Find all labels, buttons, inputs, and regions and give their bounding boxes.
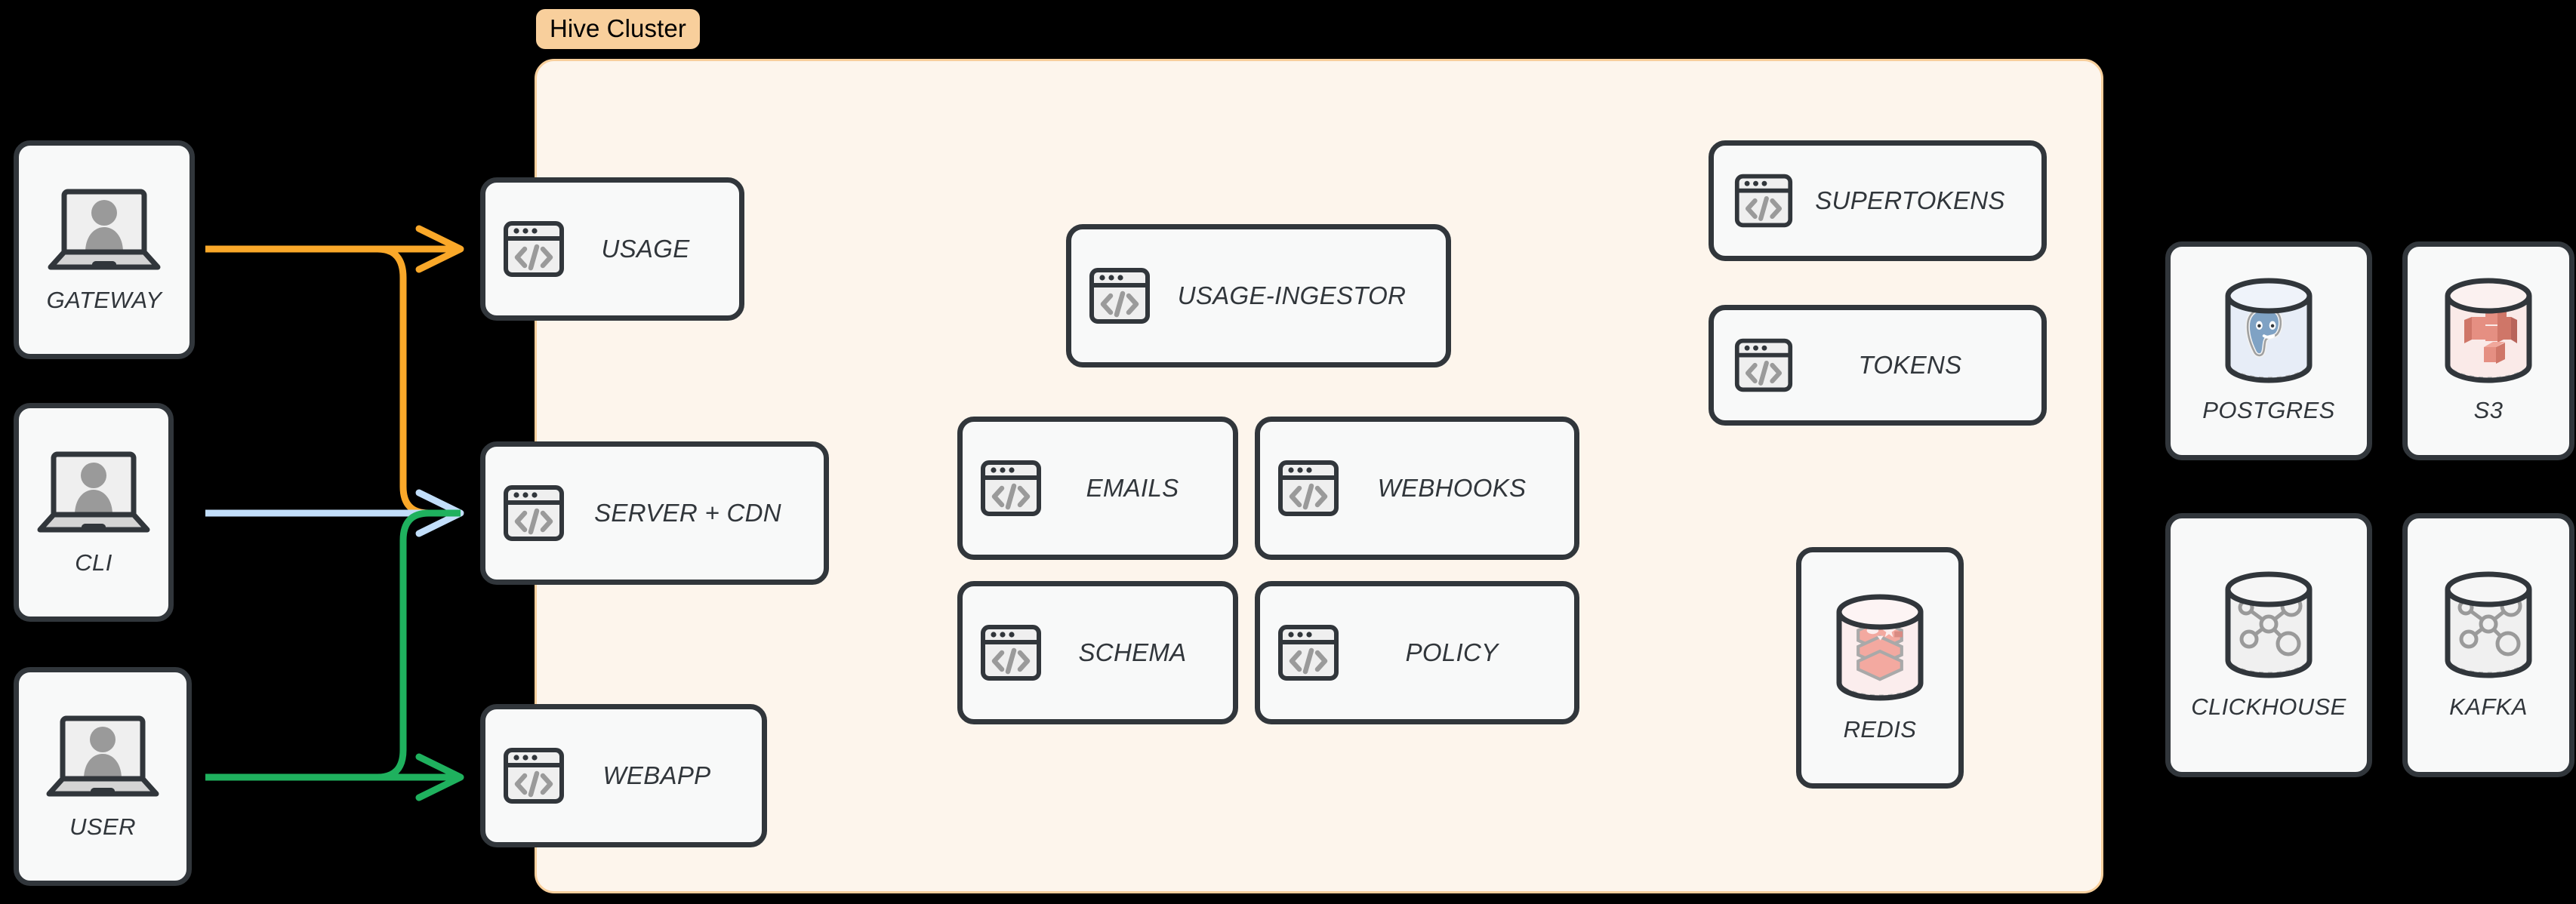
code-window-icon	[1733, 171, 1794, 231]
service-node-server-cdn[interactable]: SERVER + CDN	[480, 441, 829, 585]
code-window-icon	[1088, 264, 1151, 327]
datastore-label: S3	[2473, 397, 2504, 423]
service-node-tokens[interactable]: TOKENS	[1709, 305, 2047, 426]
service-node-schema[interactable]: SCHEMA	[957, 581, 1238, 724]
code-window-icon	[1277, 621, 1340, 684]
code-window-icon	[1733, 335, 1794, 395]
service-node-supertokens[interactable]: SUPERTOKENS	[1709, 140, 2047, 261]
service-node-webapp[interactable]: WEBAPP	[480, 704, 767, 847]
laptop-user-icon	[48, 186, 161, 273]
service-node-policy[interactable]: POLICY	[1255, 581, 1579, 724]
datastore-node-s3[interactable]: S3	[2402, 241, 2574, 460]
code-window-icon	[502, 217, 565, 281]
service-label: POLICY	[1405, 638, 1499, 666]
edge-gateway-to-usage	[205, 225, 464, 273]
database-postgres-icon	[2219, 278, 2319, 383]
client-node-cli[interactable]: CLI	[14, 403, 174, 622]
datastore-label: KAFKA	[2449, 693, 2528, 720]
service-node-usage[interactable]: USAGE	[480, 177, 744, 321]
database-nodegraph-icon	[2439, 570, 2538, 680]
service-label: SUPERTOKENS	[1815, 186, 2005, 214]
laptop-user-icon	[46, 712, 159, 800]
service-node-webhooks[interactable]: WEBHOOKS	[1255, 417, 1579, 560]
client-node-gateway[interactable]: GATEWAY	[14, 140, 195, 359]
database-nodegraph-icon	[2219, 570, 2319, 680]
code-window-icon	[502, 744, 565, 807]
datastore-label: POSTGRES	[2202, 397, 2335, 423]
service-node-emails[interactable]: EMAILS	[957, 417, 1238, 560]
database-redis-icon	[1830, 592, 1930, 703]
service-label: USAGE	[601, 235, 690, 263]
code-window-icon	[502, 481, 565, 545]
client-label: GATEWAY	[46, 287, 162, 313]
code-window-icon	[979, 621, 1043, 684]
client-label: USER	[69, 813, 136, 840]
edge-user-to-server-cdn	[205, 509, 461, 781]
service-label: TOKENS	[1858, 351, 1962, 379]
database-s3-icon	[2439, 278, 2538, 383]
code-window-icon	[979, 457, 1043, 520]
edge-cli-to-server-cdn	[205, 489, 464, 537]
datastore-node-clickhouse[interactable]: CLICKHOUSE	[2165, 513, 2372, 777]
datastore-node-redis[interactable]: REDIS	[1796, 547, 1964, 789]
edge-user-to-webapp	[205, 753, 464, 801]
client-node-user[interactable]: USER	[14, 667, 192, 886]
laptop-user-icon	[37, 448, 150, 536]
edge-gateway-to-server-cdn	[205, 245, 461, 517]
service-label: EMAILS	[1086, 474, 1179, 502]
datastore-node-kafka[interactable]: KAFKA	[2402, 513, 2574, 777]
datastore-label: REDIS	[1843, 716, 1917, 743]
service-node-usage-ingestor[interactable]: USAGE-INGESTOR	[1066, 224, 1451, 367]
service-label: SERVER + CDN	[594, 499, 781, 527]
client-label: CLI	[75, 549, 112, 576]
service-label: SCHEMA	[1078, 638, 1187, 666]
code-window-icon	[1277, 457, 1340, 520]
datastore-node-postgres[interactable]: POSTGRES	[2165, 241, 2372, 460]
service-label: USAGE-INGESTOR	[1177, 281, 1407, 309]
service-label: WEBAPP	[602, 761, 711, 789]
datastore-label: CLICKHOUSE	[2191, 693, 2346, 720]
hive-cluster-badge: Hive Cluster	[536, 9, 700, 49]
service-label: WEBHOOKS	[1377, 474, 1527, 502]
